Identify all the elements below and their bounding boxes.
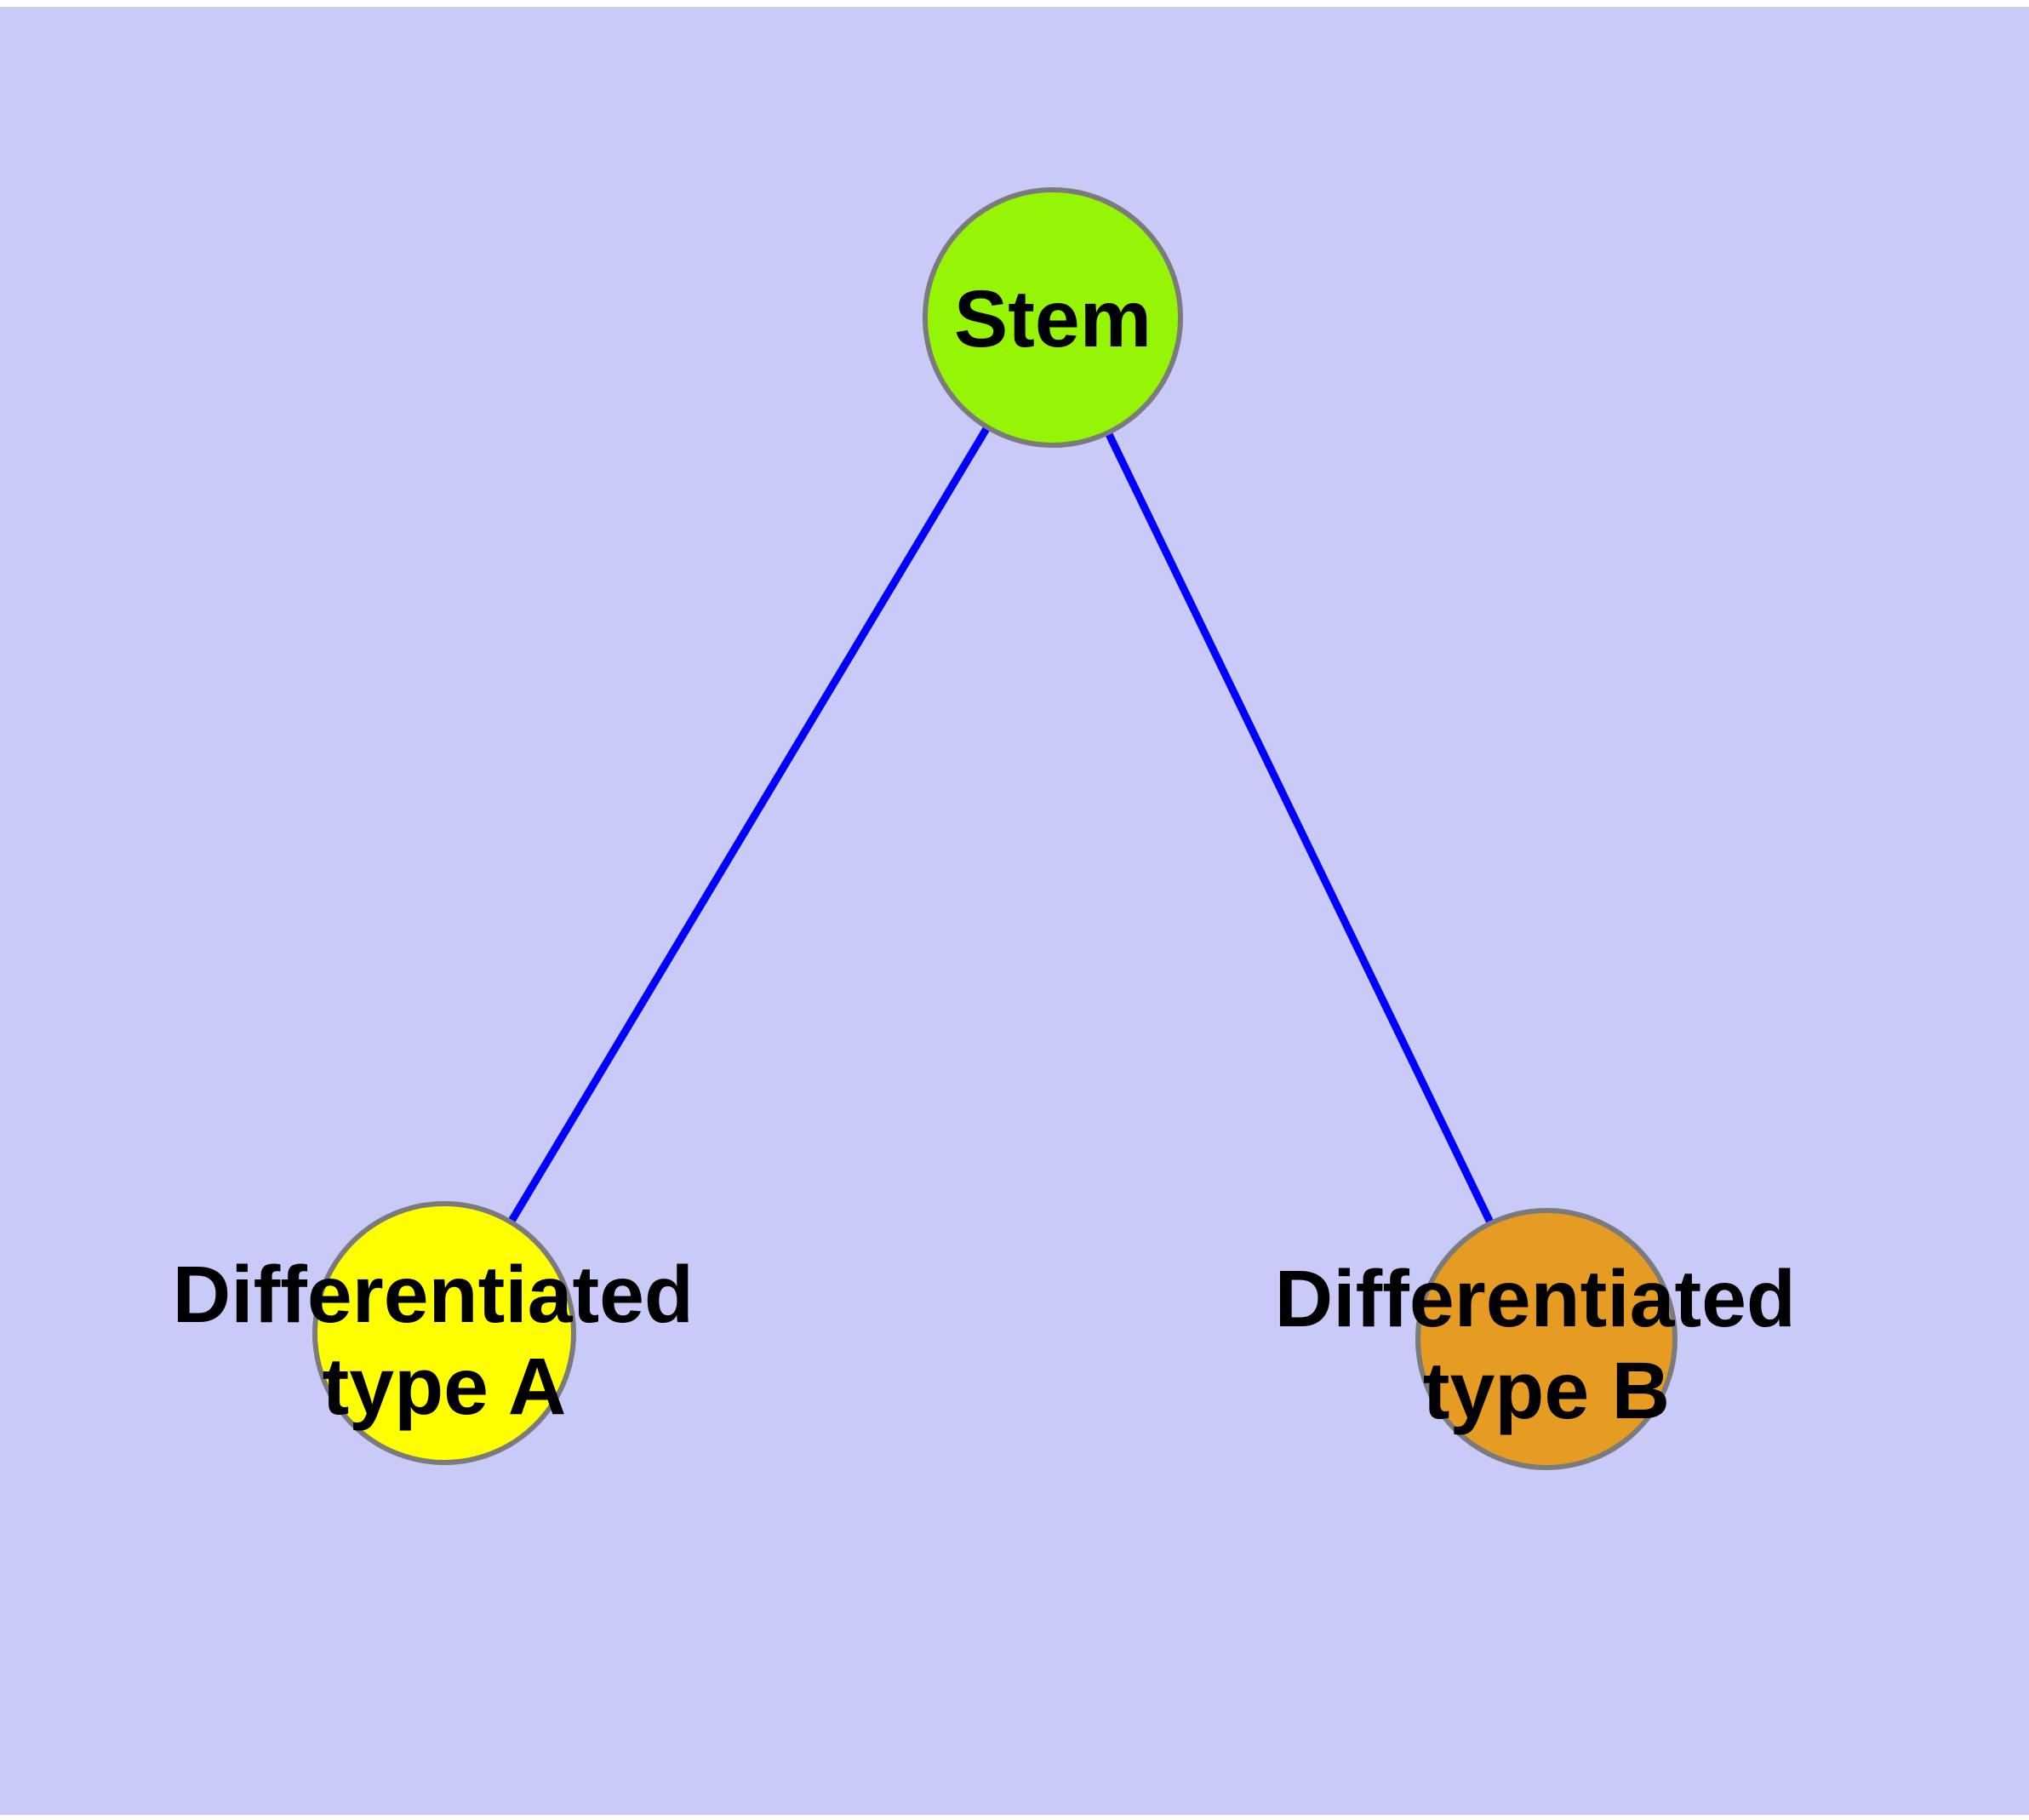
node-type-b-label: Differentiated type B (1275, 1254, 1819, 1436)
node-type-b-label-line2: type B (1423, 1346, 1670, 1436)
node-type-a-label-line1: Differentiated (173, 1250, 694, 1340)
node-stem-label: Stem (954, 274, 1152, 364)
node-stem-circle (923, 187, 1183, 448)
node-type-a-circle (312, 1201, 576, 1465)
node-type-a-label: Differentiated type A (173, 1250, 717, 1432)
node-type-a-label-line2: type A (323, 1342, 567, 1432)
edge-stem-to-type-b (1104, 431, 1495, 1224)
edge-stem-to-type-a (507, 425, 991, 1225)
node-type-b-circle (1415, 1208, 1677, 1470)
node-type-b-label-line1: Differentiated (1275, 1254, 1796, 1344)
